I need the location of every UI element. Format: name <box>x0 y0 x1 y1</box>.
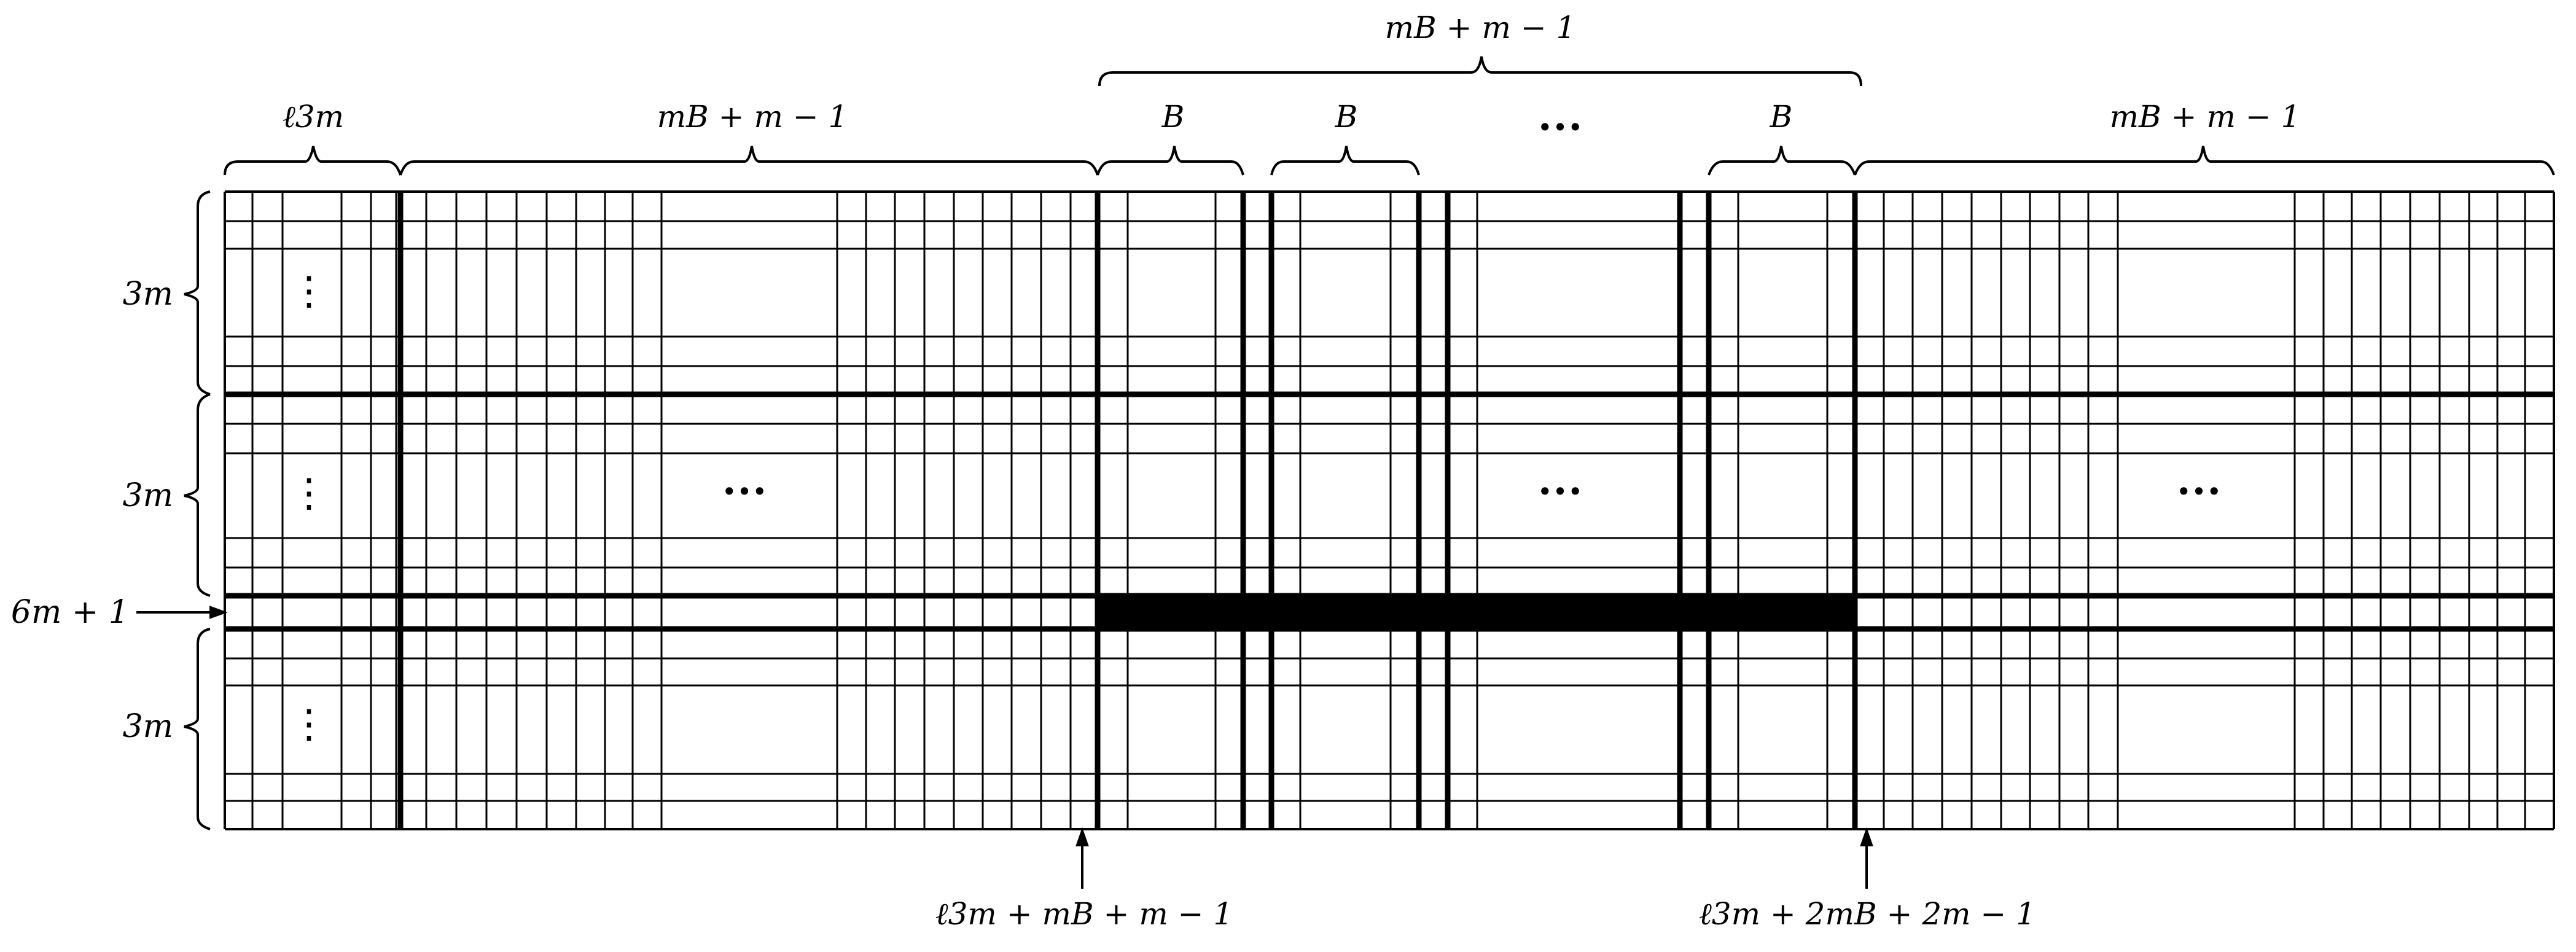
left-wide-block-label: mB + m − 1 <box>657 99 848 135</box>
marked-row-arrow-head <box>209 606 228 619</box>
span-group-brace <box>1098 56 1862 87</box>
right-arrow-label: ℓ3m + 2mB + 2m − 1 <box>1699 896 2035 932</box>
vertical-ellipsis-middle: ⋮ <box>289 470 329 516</box>
top-column-ellipsis: ••• <box>1537 112 1583 142</box>
top-band-label: 3m <box>123 276 173 313</box>
vertical-ellipsis-bottom: ⋮ <box>289 701 329 747</box>
block-b-2-brace <box>1270 146 1420 176</box>
bottom-band-brace <box>184 628 211 830</box>
block-b-last-brace <box>1708 146 1856 176</box>
right-wide-block-brace <box>1854 146 2555 176</box>
left-wide-block-brace <box>399 146 1099 176</box>
left-block-label: ℓ3m <box>283 99 344 135</box>
block-b-1-label: B <box>1161 99 1185 135</box>
left-bottom-arrow-head <box>1075 827 1089 846</box>
left-arrow-label: ℓ3m + mB + m − 1 <box>935 896 1233 932</box>
grid-lines <box>224 190 2555 830</box>
horizontal-ellipsis-right: ••• <box>2176 477 2222 507</box>
block-b-2-label: B <box>1335 99 1358 135</box>
block-b-last-label: B <box>1770 99 1793 135</box>
middle-band-label: 3m <box>123 477 173 514</box>
marked-row-label: 6m + 1 <box>11 594 129 631</box>
horizontal-ellipsis-left: ••• <box>722 477 767 507</box>
right-bottom-arrow-head <box>1860 827 1873 846</box>
block-b-1-brace <box>1096 146 1244 176</box>
bottom-band-label: 3m <box>123 708 173 745</box>
top-band-brace <box>184 190 211 396</box>
middle-band-brace <box>184 393 211 597</box>
span-group-label: mB + m − 1 <box>1385 10 1576 45</box>
left-block-brace <box>224 146 402 176</box>
highlighted-row-bar <box>1096 596 1856 629</box>
right-wide-block-label: mB + m − 1 <box>2110 99 2301 135</box>
horizontal-ellipsis-center: ••• <box>1537 477 1583 507</box>
vertical-ellipsis-top: ⋮ <box>289 268 329 314</box>
